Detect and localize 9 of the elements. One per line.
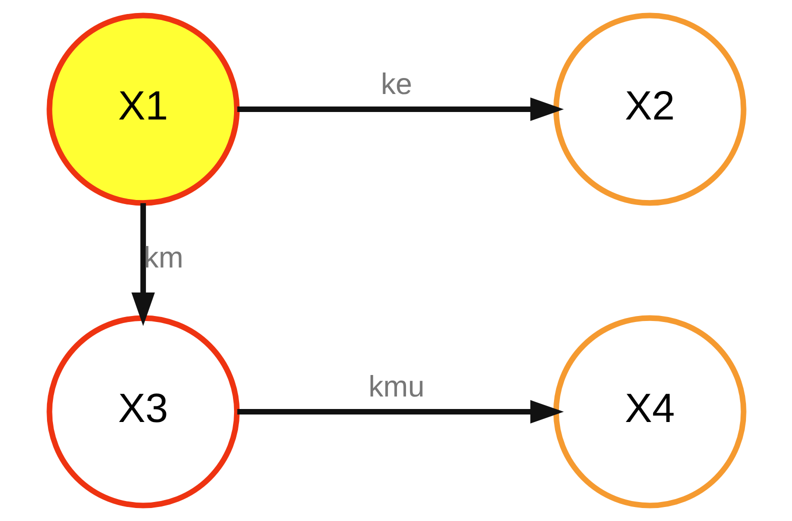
node-circle: X4	[552, 315, 746, 508]
node-circle: X1	[46, 12, 240, 206]
node-circle: X3	[46, 315, 240, 508]
edge-label: ke	[380, 68, 412, 102]
arrow	[236, 98, 564, 121]
arrow	[130, 203, 154, 326]
arrow	[236, 400, 564, 424]
node-circle: X2	[552, 12, 746, 206]
edge-label: kmu	[368, 370, 424, 404]
